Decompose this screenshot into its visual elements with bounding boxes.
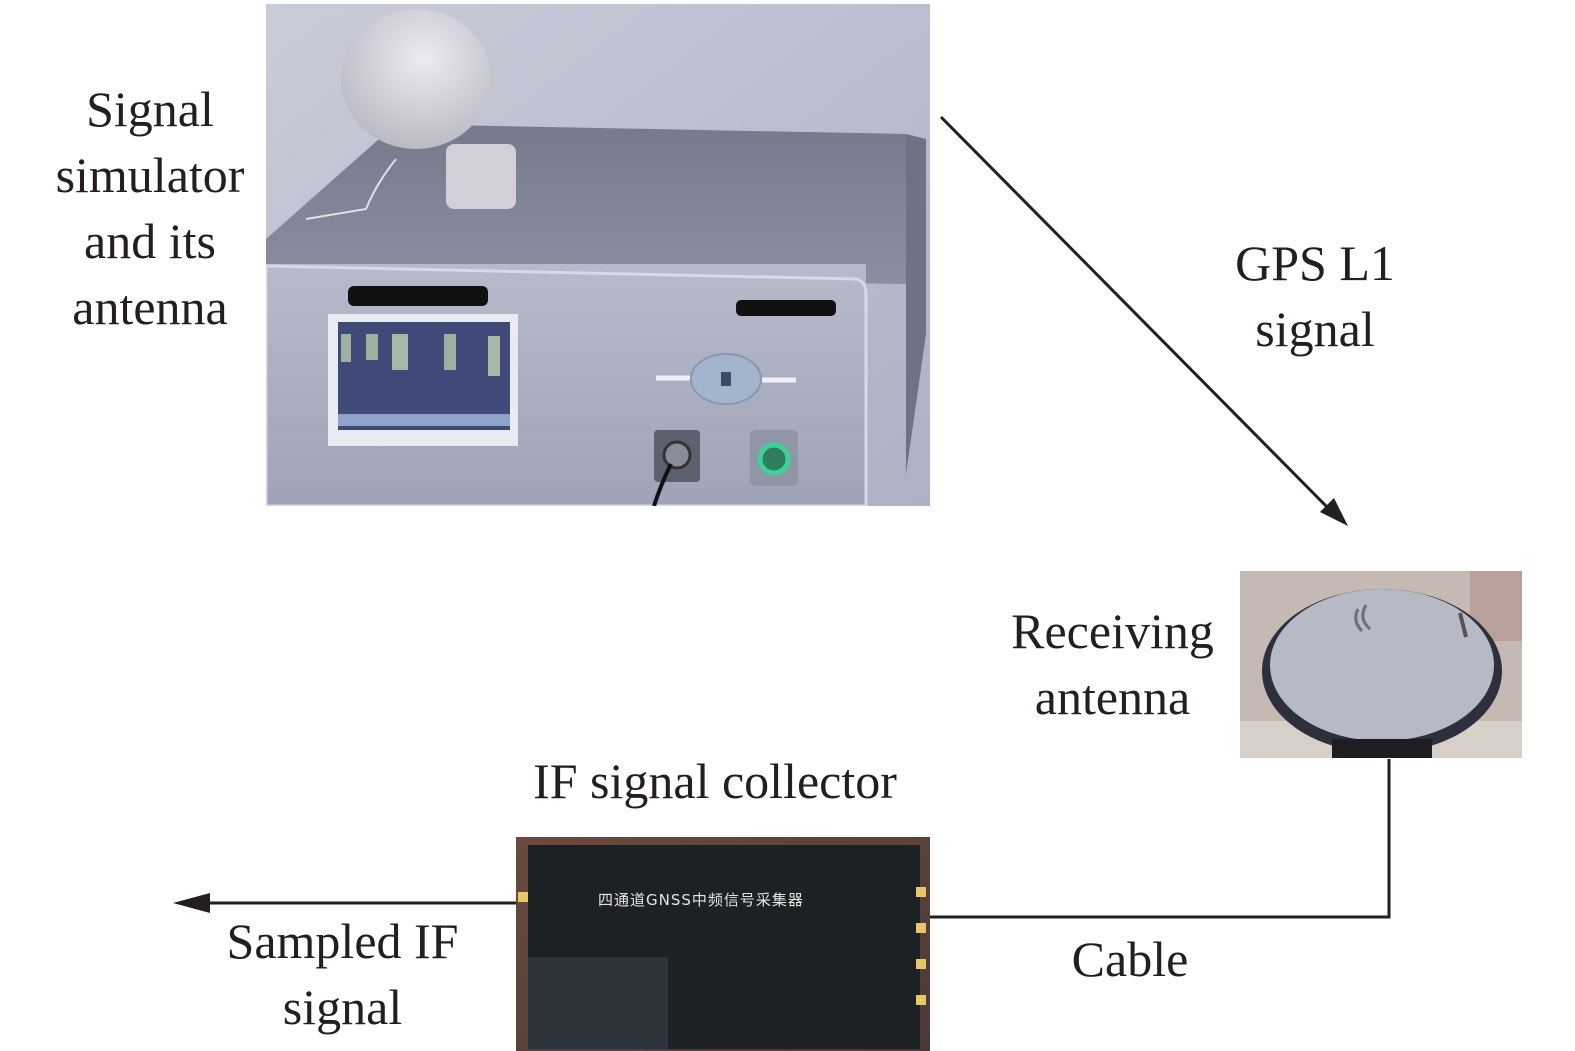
collector-label: IF signal collector [533, 753, 897, 809]
sampled-if-arrow [173, 893, 516, 913]
port [916, 923, 926, 933]
cable-label: Cable [1071, 931, 1189, 987]
simulator-label: Signal simulator and its antenna [40, 76, 260, 340]
signal-simulator-photo [266, 4, 930, 506]
redacted-label [736, 300, 836, 316]
brand-logo-icon [1354, 604, 1372, 633]
power-button [750, 430, 798, 486]
port [916, 887, 926, 897]
dome-antenna [305, 9, 516, 220]
port [916, 959, 926, 969]
collector-device-label: 四通道GNSS中频信号采集器 [598, 891, 804, 909]
gps-signal-arrow [939, 115, 1348, 526]
label-line: antenna [72, 279, 228, 335]
simulator-screen [328, 314, 518, 446]
sampled-if-label: Sampled IF signal [205, 908, 480, 1040]
receiving-antenna-photo [1240, 571, 1522, 758]
rf-connector [652, 430, 700, 506]
label-line: and its [84, 213, 216, 269]
port [916, 995, 926, 1005]
port [518, 892, 528, 902]
label-line: Signal [86, 81, 214, 137]
control-knob [656, 353, 796, 405]
cable-line [930, 759, 1391, 919]
label-line: signal [282, 979, 403, 1035]
label-line: Sampled IF [226, 913, 459, 969]
label-line: signal [1255, 301, 1375, 357]
receiving-antenna-label: Receiving antenna [1000, 598, 1225, 730]
redacted-label [348, 286, 488, 306]
label-line: simulator [55, 147, 245, 203]
label-line: antenna [1034, 669, 1191, 725]
gps-signal-label: GPS L1 signal [1210, 230, 1420, 362]
label-line: GPS L1 [1235, 235, 1395, 291]
if-signal-collector-photo: 四通道GNSS中频信号采集器 [516, 837, 930, 1051]
label-line: Receiving [1011, 603, 1214, 659]
